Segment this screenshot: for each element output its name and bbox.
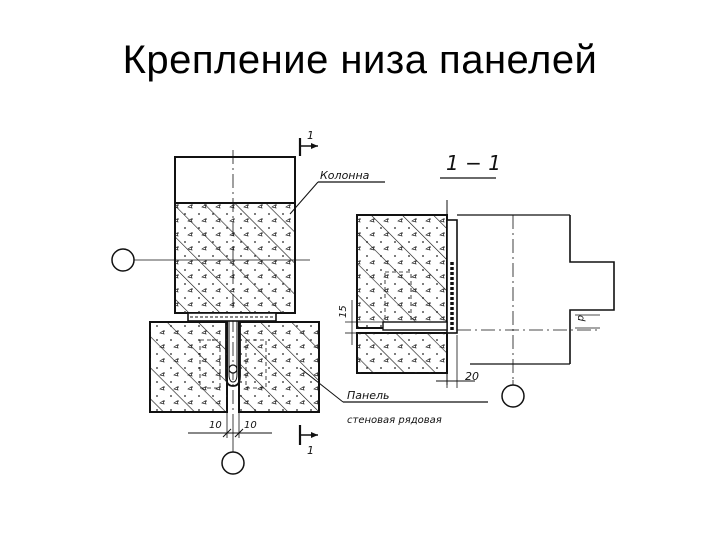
panels-left-view [149, 321, 320, 413]
dim-d: d [575, 315, 586, 322]
dimension-15: 15 [338, 300, 383, 345]
axis-marker-bottom [221, 438, 245, 475]
section-mark-top-label: 1 [307, 129, 314, 142]
label-panel-line2: стеновая рядовая [347, 415, 442, 426]
dim-20: 20 [465, 370, 479, 383]
slide-title: Крепление низа панелей [122, 38, 598, 82]
dimension-gap: 10 10 [188, 412, 272, 438]
dim-15: 15 [338, 305, 349, 318]
label-column: Колонна [320, 169, 370, 182]
section-view: d [356, 200, 615, 385]
leader-column: Колонна [289, 169, 385, 215]
connection-plate [187, 312, 277, 387]
section-mark-bottom: 1 [298, 425, 318, 457]
dim-gap-left: 10 [209, 420, 222, 431]
dim-gap-right: 10 [244, 420, 257, 431]
axis-marker-left [111, 248, 310, 272]
section-title: 1 − 1 [446, 151, 501, 175]
section-mark-top: 1 [298, 129, 318, 156]
dimension-20: 20 [436, 335, 479, 388]
section-mark-bottom-label: 1 [307, 444, 314, 457]
column-left-view [174, 150, 296, 420]
leader-panel: Панель стеновая рядовая [299, 367, 488, 426]
label-panel-line1: Панель [347, 389, 390, 402]
axis-marker-right [501, 380, 525, 408]
